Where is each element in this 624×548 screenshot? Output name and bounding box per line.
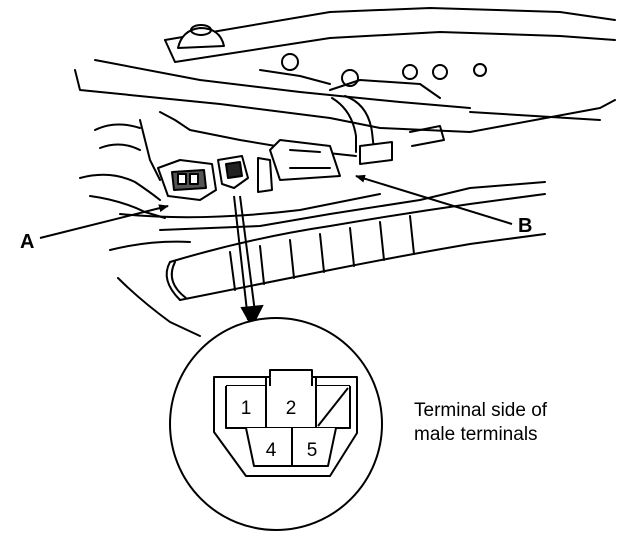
pin-label-5: 5 — [307, 440, 318, 461]
pin-label-1: 1 — [241, 398, 252, 419]
callout-b-leader — [355, 174, 513, 225]
connector-detail-view: 1 2 4 5 — [169, 317, 383, 531]
connector-target-body — [217, 155, 249, 189]
connector-detail-arrow-left — [233, 195, 249, 321]
connector-detail-arrow-right — [239, 195, 257, 321]
connector-a-body — [157, 159, 217, 201]
callout-b-label: B — [518, 215, 532, 237]
pin-label-4: 4 — [266, 440, 277, 461]
caption-line-2: male terminals — [414, 424, 538, 445]
blank-cavity-slash — [317, 387, 349, 427]
callout-a-label: A — [20, 231, 34, 253]
engine-structure — [74, 7, 616, 337]
leader-lines — [39, 174, 513, 329]
callout-a-leader — [39, 204, 169, 239]
pin-label-2: 2 — [286, 398, 297, 419]
connector-face — [213, 369, 358, 477]
caption-line-1: Terminal side of — [414, 400, 548, 421]
